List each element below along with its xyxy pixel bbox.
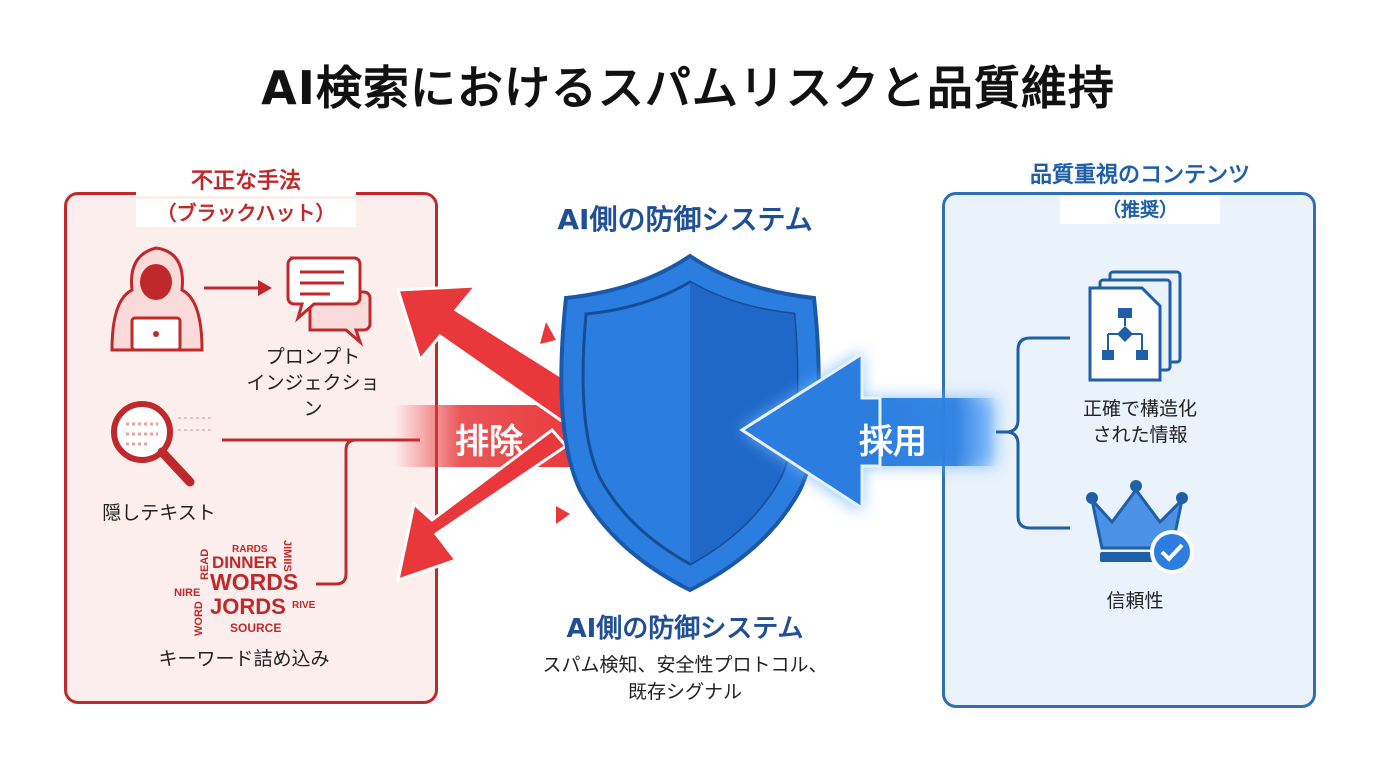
svg-text:RARDS: RARDS [232, 544, 268, 555]
defense-system-caption: AI側の防御システム [566, 614, 804, 644]
defense-desc-line1: スパム検知、安全性プロトコル、 [542, 654, 828, 676]
structured-info-label-line1: 正確で構造化 [1082, 398, 1197, 420]
structured-info-label-line2: された情報 [1092, 424, 1188, 446]
hacker-icon [110, 246, 204, 352]
svg-text:JORDS: JORDS [210, 594, 286, 619]
flow-arrow-icon [204, 280, 272, 296]
adopt-arrow [739, 351, 996, 512]
adopt-label: 採用 [859, 422, 927, 462]
blackhat-subheading: （ブラックハット） [136, 199, 356, 227]
keyword-stuffing-label: キーワード詰め込み [158, 648, 330, 670]
svg-text:SOURCE: SOURCE [230, 621, 281, 635]
svg-text:JIMIIS: JIMIIS [281, 540, 293, 572]
defense-system-description: スパム検知、安全性プロトコル、 既存シグナル [500, 652, 870, 706]
svg-text:WORDS: WORDS [210, 569, 298, 595]
bracket-lines [996, 336, 1070, 530]
blackhat-heading: 不正な手法 [136, 168, 356, 196]
reject-label: 排除 [455, 422, 523, 462]
structured-info-label: 正確で構造化 された情報 [1060, 396, 1220, 448]
prompt-injection-label-line2: インジェクション [246, 372, 380, 420]
svg-text:DINNER: DINNER [212, 553, 277, 572]
svg-text:WORD: WORD [193, 601, 205, 636]
chat-bubble-icon [286, 256, 372, 347]
page-title: AI検索におけるスパムリスクと品質維持 [261, 61, 1115, 115]
prompt-injection-label-line1: プロンプト [265, 346, 361, 368]
svg-text:READ: READ [199, 549, 211, 580]
reliability-label: 信頼性 [1106, 590, 1164, 612]
hidden-text-label: 隠しテキスト [102, 502, 216, 524]
quality-subheading: （推奨） [1060, 196, 1220, 224]
connector-lines [222, 438, 420, 586]
structured-document-icon [1088, 270, 1182, 382]
svg-text:RIVE: RIVE [292, 600, 316, 611]
word-cloud-icon: RARDS DINNER NIRE WORDS JORDS RIVE SOURC… [174, 540, 316, 636]
shield-icon [559, 253, 821, 593]
defense-desc-line2: 既存シグナル [627, 681, 742, 703]
defense-system-title: AI側の防御システム [557, 203, 813, 236]
magnifier-icon [111, 401, 214, 487]
quality-heading: 品質重視のコンテンツ [980, 162, 1300, 190]
crown-check-icon [1086, 480, 1194, 574]
prompt-injection-label: プロンプト インジェクション [238, 344, 388, 422]
svg-text:NIRE: NIRE [174, 587, 200, 599]
